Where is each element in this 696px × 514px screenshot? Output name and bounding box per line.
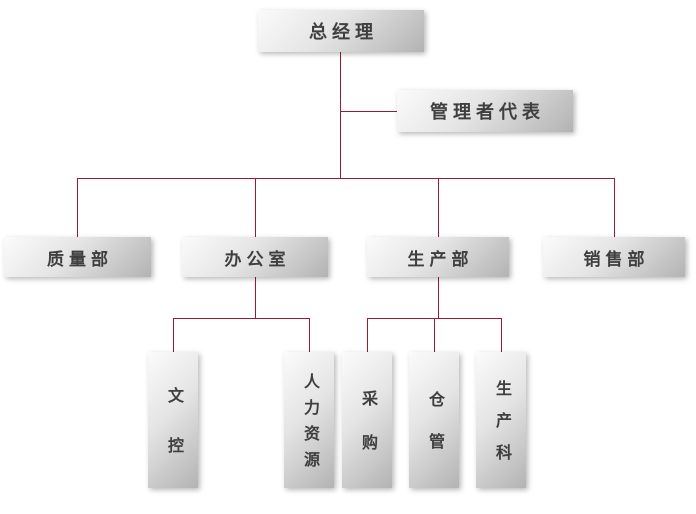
connector-drop-warehouse	[434, 318, 435, 352]
connector-departments-horizontal	[77, 178, 614, 179]
connector-drop-sales	[614, 178, 615, 237]
node-quality-dept-label: 质量部	[47, 249, 113, 269]
node-sales-dept-label: 销售部	[583, 249, 650, 269]
node-office: 办公室	[182, 237, 328, 277]
connector-production-drop	[438, 277, 439, 318]
node-management-representative: 管理者代表	[397, 90, 573, 132]
node-warehouse-label: 仓管	[426, 391, 443, 475]
node-general-manager: 总经理	[258, 10, 424, 52]
node-quality-dept: 质量部	[4, 237, 151, 277]
connector-drop-hr	[309, 318, 310, 352]
node-warehouse: 仓管	[409, 352, 459, 488]
node-purchasing-label: 采购	[359, 390, 376, 478]
node-production-section: 生产科	[476, 352, 526, 488]
node-doc-control-label: 文控	[165, 387, 182, 487]
node-management-representative-label: 管理者代表	[430, 102, 545, 122]
node-general-manager-label: 总经理	[309, 22, 378, 42]
node-hr: 人力资源	[284, 352, 334, 488]
connector-drop-production-section	[501, 318, 502, 352]
connector-office-drop	[255, 277, 256, 318]
connector-gm-drop	[340, 52, 341, 178]
node-production-dept: 生产部	[367, 237, 509, 277]
node-hr-label: 人力资源	[301, 373, 318, 477]
connector-rep-branch	[340, 111, 397, 112]
node-doc-control: 文控	[148, 352, 198, 488]
node-sales-dept: 销售部	[543, 237, 685, 277]
connector-drop-office	[255, 178, 256, 237]
node-production-section-label: 生产科	[493, 380, 510, 476]
connector-drop-quality	[77, 178, 78, 237]
node-office-label: 办公室	[224, 249, 291, 269]
connector-drop-production	[438, 178, 439, 237]
node-purchasing: 采购	[342, 352, 392, 488]
connector-drop-doc-control	[173, 318, 174, 352]
connector-drop-purchasing	[367, 318, 368, 352]
connector-office-horizontal	[173, 318, 309, 319]
node-production-dept-label: 生产部	[407, 249, 474, 269]
